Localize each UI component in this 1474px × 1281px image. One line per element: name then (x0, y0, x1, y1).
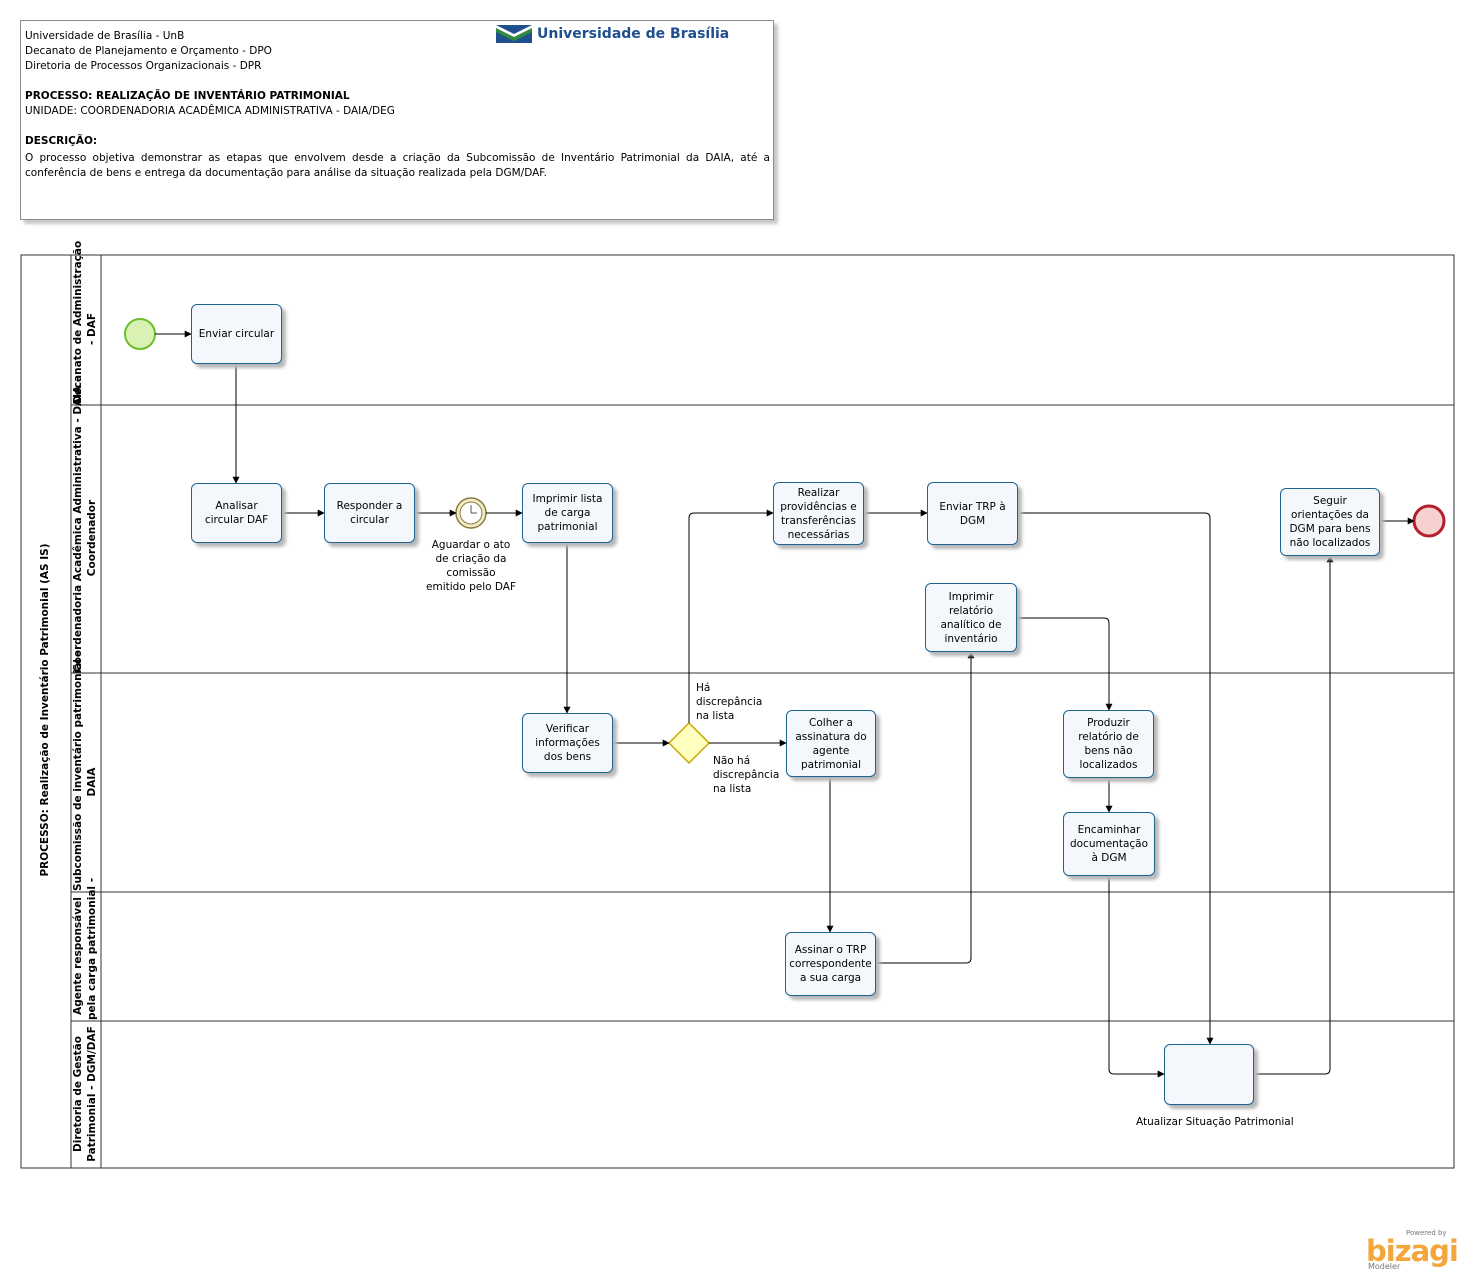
flow-gateway-realizar (688, 509, 774, 723)
subprocess-atualizar-situacao[interactable] (1164, 1044, 1254, 1105)
task-analisar-circular[interactable]: Analisar circular DAF (191, 483, 282, 543)
start-event[interactable] (124, 318, 156, 350)
unb-logo-text: Universidade de Brasília (537, 26, 730, 42)
timer-event-label: Aguardar o ato de criação da comissão em… (426, 539, 516, 593)
task-enviar-trp[interactable]: Enviar TRP à DGM (927, 482, 1018, 545)
gateway-no-label: Não há discrepância na lista (713, 755, 780, 795)
lane-title-subcomissao-line1: Subcomissão de inventário patrimonial - (72, 651, 84, 891)
description-label: DESCRIÇÃO: (25, 135, 98, 147)
flow-atualizar-seguir (1254, 555, 1334, 1075)
flow-enviar-trp-atualizar (1018, 512, 1214, 1045)
lane-title-agente: Agente responsável pela carga patrimonia… (71, 877, 101, 1020)
process-title: PROCESSO: REALIZAÇÃO DE INVENTÁRIO PATRI… (25, 90, 350, 102)
task-realizar-providencias[interactable]: Realizar providências e transferências n… (773, 482, 864, 545)
lane-title-dgm-line1: Diretoria de Gestão (72, 1036, 84, 1152)
unb-logo: Universidade de Brasília (496, 25, 756, 47)
subprocess-label: Atualizar Situação Patrimonial (1136, 1116, 1294, 1128)
header-line-1: Universidade de Brasília - UnB (25, 30, 185, 42)
powered-by-label: Powered by (1406, 1229, 1447, 1237)
task-imprimir-relatorio[interactable]: Imprimir relatório analítico de inventár… (925, 583, 1017, 652)
task-seguir-orientacoes[interactable]: Seguir orientações da DGM para bens não … (1280, 488, 1380, 556)
lane-title-subcomissao-line2: DAIA (86, 767, 98, 797)
pool (20, 254, 1455, 1169)
gateway-yes-label: Há discrepância na lista (696, 682, 763, 722)
unb-logo-icon (496, 25, 532, 43)
bizagi-edition: Modeler (1368, 1262, 1401, 1271)
flow-imprimir-relatorio-produzir (1017, 617, 1113, 711)
exclusive-gateway[interactable] (667, 721, 711, 765)
lane-title-daf-line2: - DAF (86, 312, 98, 346)
description-text: O processo objetiva demonstrar as etapas… (25, 152, 770, 179)
timer-event[interactable] (455, 497, 487, 529)
task-responder-circular[interactable]: Responder a circular (324, 483, 415, 543)
lane-title-dgm: Diretoria de Gestão Patrimonial - DGM/DA… (71, 1020, 101, 1168)
lane-title-agente-line1: Agente responsável (72, 897, 84, 1015)
lane-title-daia: Coordenadoria Acadêmica Administrativa -… (71, 377, 101, 672)
lane-title-daia-line1: Coordenadoria Acadêmica Administrativa -… (72, 377, 84, 672)
lane-title-subcomissao: Subcomissão de inventário patrimonial - … (71, 651, 101, 891)
task-encaminhar-documentacao[interactable]: Encaminhar documentação à DGM (1063, 812, 1155, 876)
flow-encaminhar-atualizar (1108, 876, 1165, 1078)
header-line-3: Diretoria de Processos Organizacionais -… (25, 60, 262, 72)
lane-title-agente-line2: pela carga patrimonial - (86, 877, 98, 1020)
task-produzir-relatorio[interactable]: Produzir relatório de bens não localizad… (1063, 710, 1154, 778)
task-imprimir-lista[interactable]: Imprimir lista de carga patrimonial (522, 483, 613, 543)
lane-title-daia-line2: Coordenador (86, 499, 98, 577)
pool-title: PROCESSO: Realização de Inventário Patri… (39, 543, 51, 877)
unit-title: UNIDADE: COORDENADORIA ACADÊMICA ADMINIS… (25, 105, 395, 117)
task-colher-assinatura[interactable]: Colher a assinatura do agente patrimonia… (786, 710, 876, 777)
header-line-2: Decanato de Planejamento e Orçamento - D… (25, 45, 272, 57)
end-event[interactable] (1412, 504, 1446, 538)
lane-title-dgm-line2: Patrimonial - DGM/DAF (86, 1026, 98, 1162)
task-enviar-circular[interactable]: Enviar circular (191, 304, 282, 364)
header-box: Universidade de Brasília - UnB Decanato … (20, 20, 774, 220)
flow-assinar-imprimir-relatorio (876, 651, 975, 964)
task-assinar-trp[interactable]: Assinar o TRP correspondente a sua carga (785, 932, 876, 996)
bizagi-logo: bizagi (1366, 1234, 1459, 1268)
task-verificar-informacoes[interactable]: Verificar informações dos bens (522, 713, 613, 773)
